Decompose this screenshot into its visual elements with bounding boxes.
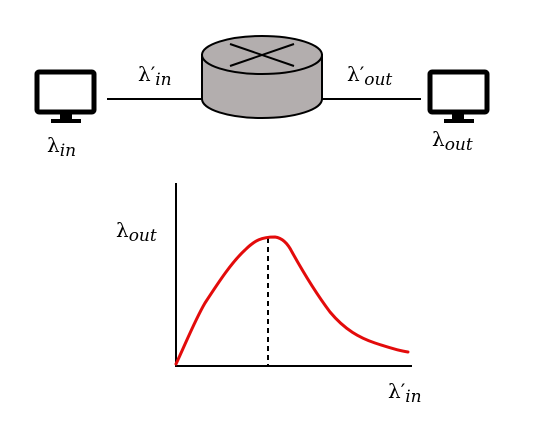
link-out-rate-label: λ′out	[347, 62, 392, 90]
sink-rate-label: λout	[432, 127, 473, 155]
sink-computer-icon	[427, 69, 490, 123]
throughput-plot: λout λ′in	[116, 183, 422, 407]
source-rate-label: λin	[47, 133, 76, 161]
throughput-curve	[174, 235, 410, 366]
y-axis-label: λout	[116, 218, 157, 246]
router-icon	[201, 35, 323, 119]
link-in-rate-label: λ′in	[138, 62, 172, 90]
source-computer-icon	[34, 69, 97, 123]
network-diagram: λin λ′in λ′out λout	[34, 35, 490, 161]
x-axis-label: λ′in	[388, 379, 422, 407]
